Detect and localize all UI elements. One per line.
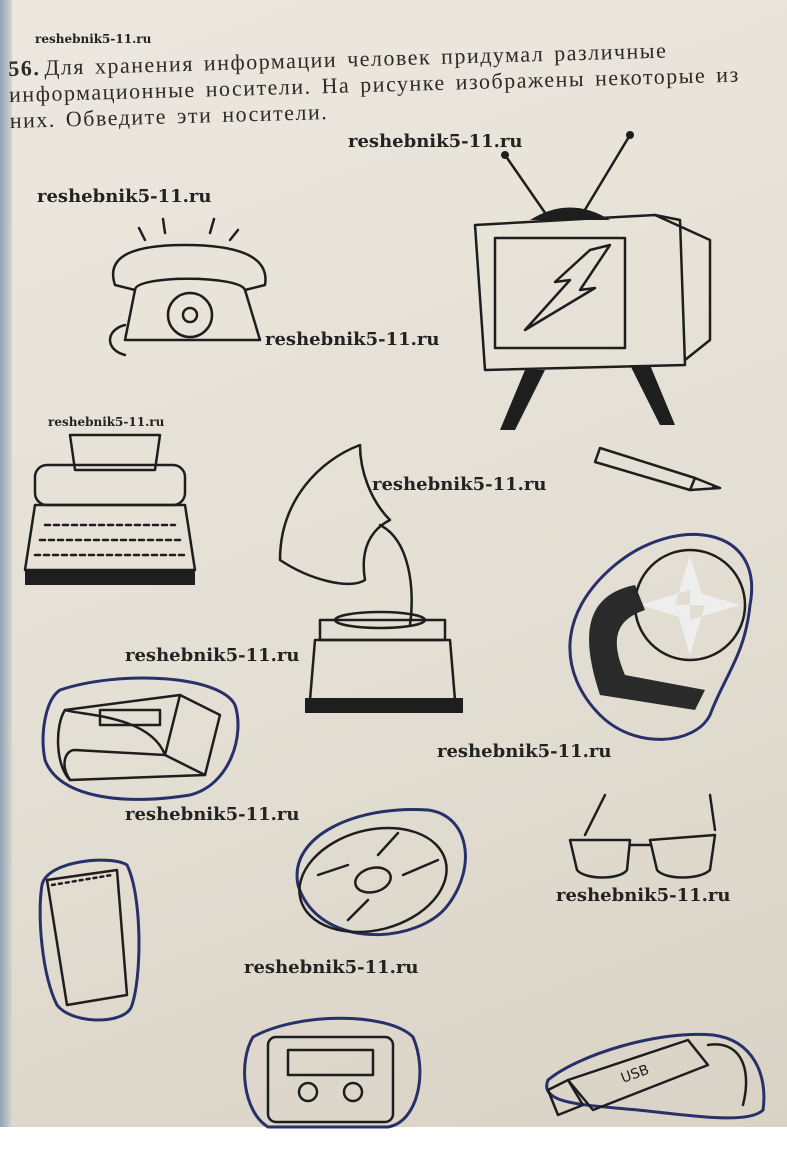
film-reel-icon bbox=[568, 533, 754, 741]
watermark: reshebnik5-11.ru bbox=[265, 329, 440, 350]
watermark: reshebnik5-11.ru bbox=[372, 474, 547, 495]
watermark: reshebnik5-11.ru bbox=[556, 885, 731, 906]
watermark: reshebnik5-11.ru bbox=[125, 645, 300, 666]
notepad-icon bbox=[38, 858, 141, 1022]
task-body: Для хранения информации человек придумал… bbox=[8, 37, 741, 133]
pencil-icon bbox=[593, 446, 722, 492]
watermark: reshebnik5-11.ru bbox=[37, 186, 212, 207]
watermark: reshebnik5-11.ru bbox=[125, 804, 300, 825]
task-number: 56. bbox=[8, 55, 41, 81]
watermark: reshebnik5-11.ru bbox=[35, 32, 152, 46]
usb-label: USB bbox=[619, 1062, 651, 1087]
gramophone-icon bbox=[278, 443, 463, 713]
typewriter-icon bbox=[23, 433, 197, 585]
book-icon bbox=[41, 676, 240, 801]
cassette-icon bbox=[243, 1016, 422, 1129]
textbook-page: 56.Для хранения информации человек приду… bbox=[0, 0, 787, 1129]
compact-disc-icon bbox=[295, 807, 467, 937]
telephone-icon bbox=[108, 217, 267, 357]
watermark: reshebnik5-11.ru bbox=[48, 415, 165, 429]
glasses-icon bbox=[568, 793, 717, 879]
watermark: reshebnik5-11.ru bbox=[348, 131, 523, 152]
page-edge bbox=[0, 0, 12, 1127]
task-text: 56.Для хранения информации человек приду… bbox=[8, 35, 750, 134]
watermark: reshebnik5-11.ru bbox=[244, 957, 419, 978]
watermark: reshebnik5-11.ru bbox=[437, 741, 612, 762]
usb-flash-drive-icon: USB bbox=[545, 1032, 766, 1120]
television-icon bbox=[473, 131, 712, 430]
